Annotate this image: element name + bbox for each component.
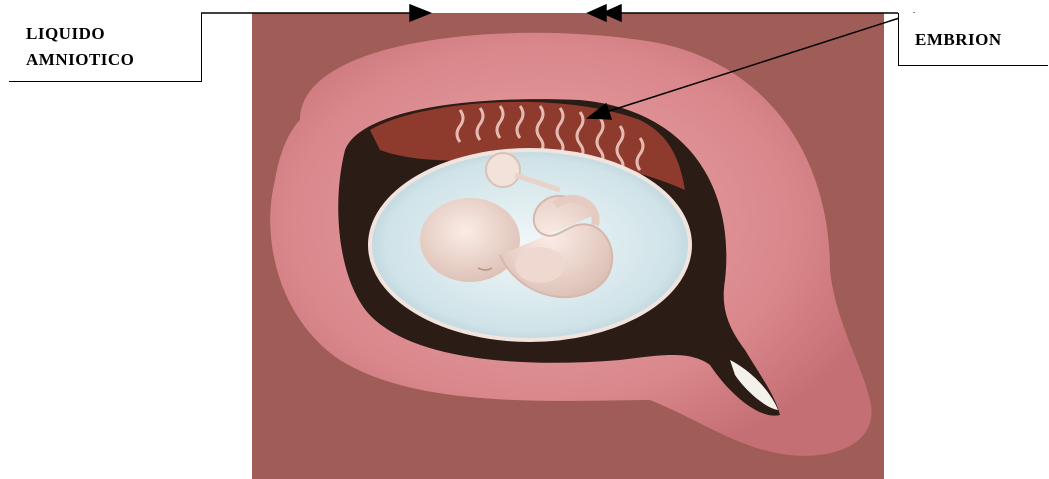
- yolk-sac: [486, 153, 520, 187]
- label-liquido-line2: AMNIOTICO: [26, 49, 134, 71]
- label-liquido-amniotico: LIQUIDO AMNIOTICO: [9, 13, 202, 82]
- label-embrion: EMBRION: [898, 13, 1048, 66]
- label-embrion-text: EMBRION: [915, 29, 1002, 51]
- label-liquido-line1: LIQUIDO: [26, 23, 105, 45]
